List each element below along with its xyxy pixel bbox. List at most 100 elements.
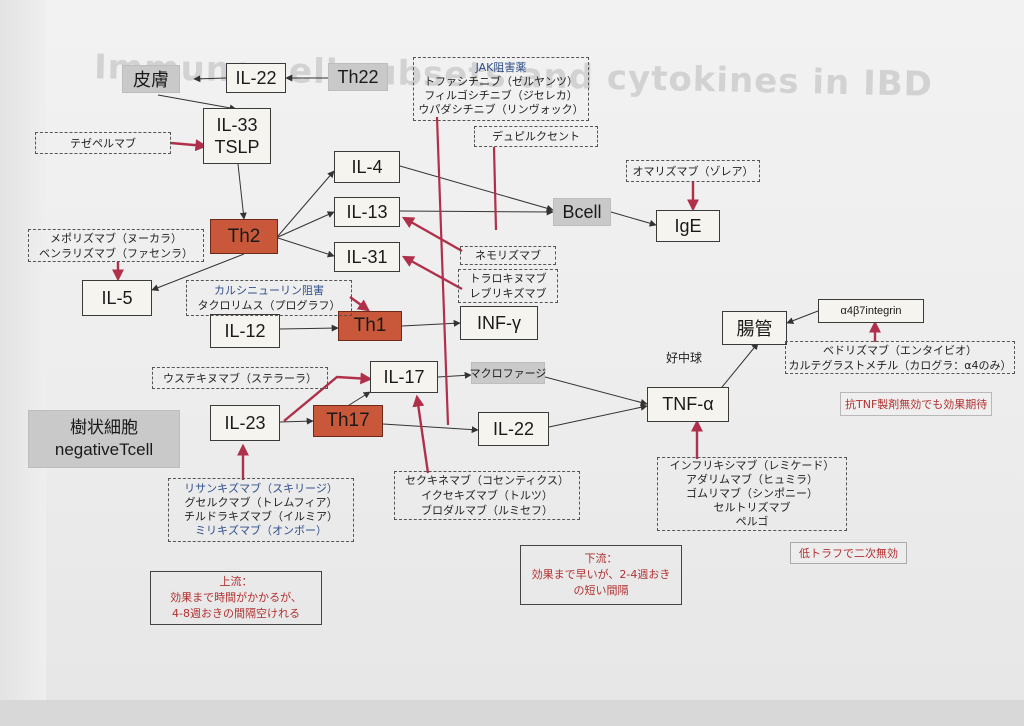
paper-fold xyxy=(0,0,46,726)
arrow-tralokinumab xyxy=(401,255,463,291)
node-infg: INF-γ xyxy=(460,306,538,340)
calcineurin-line-2: タクロリムス（プログラフ） xyxy=(197,299,341,312)
jak-line-1: JAK阻害薬 xyxy=(475,61,527,74)
node-dendritic-cell: 樹状細胞 negativeTcell xyxy=(28,410,180,468)
il23-drug-line-1: リサンキズマブ（スキリージ） xyxy=(184,482,338,495)
tslp-label: TSLP xyxy=(214,137,260,157)
vedolizumab-line-2: カルテグラストメチル（カログラ：α4のみ） xyxy=(788,358,1012,372)
arrow-nemolizumab xyxy=(401,216,463,253)
node-il22-bottom: IL-22 xyxy=(478,412,549,446)
node-il17: IL-17 xyxy=(370,361,438,393)
tnf-drug-line-1: インフリキシマブ（レミケード） xyxy=(669,459,835,472)
arrow-ustekinumab xyxy=(283,372,373,422)
arrow-integrin-to-gut xyxy=(786,310,819,324)
node-ige: IgE xyxy=(656,210,720,242)
il23-drug-line-2: グセルクマブ（トレムフィア） xyxy=(184,496,338,509)
drug-box-tezepelumab: テゼペルマブ xyxy=(35,132,171,154)
node-il13: IL-13 xyxy=(334,197,400,227)
drug-box-ustekinumab: ウステキヌマブ（ステラーラ） xyxy=(152,367,328,389)
il33-label: IL-33 xyxy=(216,115,258,135)
node-il31: IL-31 xyxy=(334,242,400,272)
jak-inhibitor-bar xyxy=(435,116,450,426)
node-il23: IL-23 xyxy=(210,405,280,441)
note-upstream: 上流： 効果まで時間がかかるが、 4-8週おきの間隔空けれる xyxy=(150,571,322,625)
note-low-trough: 低トラフで二次無効 xyxy=(790,542,907,564)
arrow-il33-to-th2 xyxy=(237,163,247,220)
node-integrin: α4β7integrin xyxy=(818,299,924,323)
node-skin: 皮膚 xyxy=(122,65,180,93)
drug-box-omalizumab: オマリズマブ（ゾレア） xyxy=(626,160,760,182)
paper-edge xyxy=(0,700,1024,726)
tnf-drug-line-2: アダリムマブ（ヒュミラ） xyxy=(686,473,818,486)
drug-box-jak: JAK阻害薬 トファシチニブ（ゼルヤンツ） フィルゴシチニブ（ジセレカ） ウパダ… xyxy=(413,57,589,121)
node-th1: Th1 xyxy=(338,311,402,341)
drug-box-il23-drugs: リサンキズマブ（スキリージ） グセルクマブ（トレムフィア） チルドラキズマブ（イ… xyxy=(168,478,354,542)
node-il22-top: IL-22 xyxy=(226,63,286,93)
arrow-il4-to-bcell xyxy=(399,165,554,212)
node-il33-tslp: IL-33 TSLP xyxy=(203,108,271,164)
arrow-tezepelumab xyxy=(170,139,208,152)
label-neutrophil: 好中球 xyxy=(666,351,703,365)
node-gut: 腸管 xyxy=(722,311,787,345)
arrow-th2-to-il4 xyxy=(277,170,335,237)
jak-line-4: ウパダシチニブ（リンヴォック） xyxy=(418,103,584,116)
drug-box-tralokinumab: トラロキヌマブ レブリキズマブ xyxy=(458,269,558,303)
drug-box-dupilumab: デュピルクセント xyxy=(474,126,598,147)
tralokinumab-line-2: レブリキズマブ xyxy=(469,287,547,300)
upstream-line-2: 効果まで時間がかかるが、 xyxy=(170,591,302,604)
tralokinumab-line-1: トラロキヌマブ xyxy=(469,272,547,285)
mepolizumab-line-2: ベンラリズマブ（ファセンラ） xyxy=(39,246,193,260)
vedolizumab-line-1: ベドリズマブ（エンタイビオ） xyxy=(823,343,977,357)
jak-line-2: トファシチニブ（ゼルヤンツ） xyxy=(424,75,578,88)
arrow-il17-drugs xyxy=(412,394,430,474)
inhibitor-arrows xyxy=(112,139,881,480)
dendritic-label-2: negativeTcell xyxy=(54,440,154,459)
arrow-il23-to-th17 xyxy=(279,417,314,425)
inhibitor-lines xyxy=(435,116,498,426)
node-th2: Th2 xyxy=(210,219,278,254)
upstream-line-1: 上流： xyxy=(219,575,253,588)
dendritic-label-1: 樹状細胞 xyxy=(70,418,138,437)
arrow-th2-to-il5 xyxy=(151,253,245,291)
il23-drug-line-3: チルドラキズマブ（イルミア） xyxy=(184,510,338,523)
arrow-th2-to-il31 xyxy=(277,237,335,258)
arrow-macrophage-to-tnfa xyxy=(544,376,648,406)
arrow-il22-to-skin xyxy=(193,75,227,83)
note-anti-tnf: 抗TNF製剤無効でも効果期待 xyxy=(840,392,993,416)
node-il12: IL-12 xyxy=(210,314,280,348)
tnf-drug-line-4: セルトリズマブ xyxy=(713,501,791,514)
il17-drug-line-2: イクセキズマブ（トルツ） xyxy=(421,489,553,502)
tnf-drug-line-5: ペルゴ xyxy=(735,515,769,528)
calcineurin-line-1: カルシニューリン阻害 xyxy=(214,284,324,297)
arrow-th2-to-il13 xyxy=(277,211,335,238)
downstream-line-2: 効果まで早いが、2-4週おき xyxy=(531,568,671,581)
arrow-skin-to-il33 xyxy=(157,94,237,112)
node-macrophage: マクロファージ xyxy=(470,362,546,384)
dupilumab-bar xyxy=(492,146,498,231)
il17-drug-line-1: セクキネマブ（コセンティクス） xyxy=(404,474,569,487)
arrow-il13-to-bcell xyxy=(399,208,554,216)
il23-drug-line-4: ミリキズマブ（オンボー） xyxy=(195,524,327,537)
note-downstream: 下流： 効果まで早いが、2-4週おき の短い間隔 xyxy=(520,545,682,605)
il17-drug-line-3: ブロダルマブ（ルミセフ） xyxy=(421,504,553,517)
drug-box-vedolizumab: ベドリズマブ（エンタイビオ） カルテグラストメチル（カログラ：α4のみ） xyxy=(785,341,1015,374)
arrow-th1-to-infg xyxy=(401,319,461,327)
drug-box-il17-drugs: セクキネマブ（コセンティクス） イクセキズマブ（トルツ） ブロダルマブ（ルミセフ… xyxy=(394,471,580,520)
node-th22: Th22 xyxy=(328,63,388,91)
upstream-line-3: 4-8週おきの間隔空けれる xyxy=(172,607,300,620)
node-tnf-alpha: TNF-α xyxy=(647,387,729,422)
tnf-drug-line-3: ゴムリマブ（シンポニー） xyxy=(686,487,818,500)
mepolizumab-line-1: メポリズマブ（ヌーカラ） xyxy=(50,231,182,245)
pathway-arrows xyxy=(151,74,819,434)
arrow-calcineurin xyxy=(349,296,370,312)
drug-box-mepolizumab: メポリズマブ（ヌーカラ） ベンラリズマブ（ファセンラ） xyxy=(28,229,204,262)
arrow-il17-to-macrophage xyxy=(437,371,472,379)
drug-box-nemolizumab: ネモリズマブ xyxy=(460,246,556,265)
arrow-il12-to-th1 xyxy=(279,324,339,332)
node-th17: Th17 xyxy=(313,405,383,437)
arrow-th17-to-il17 xyxy=(345,391,371,408)
downstream-line-1: 下流： xyxy=(584,552,618,565)
arrow-il22-bottom-to-tnfa xyxy=(548,403,648,428)
jak-line-3: フィルゴシチニブ（ジセレカ） xyxy=(424,89,578,102)
